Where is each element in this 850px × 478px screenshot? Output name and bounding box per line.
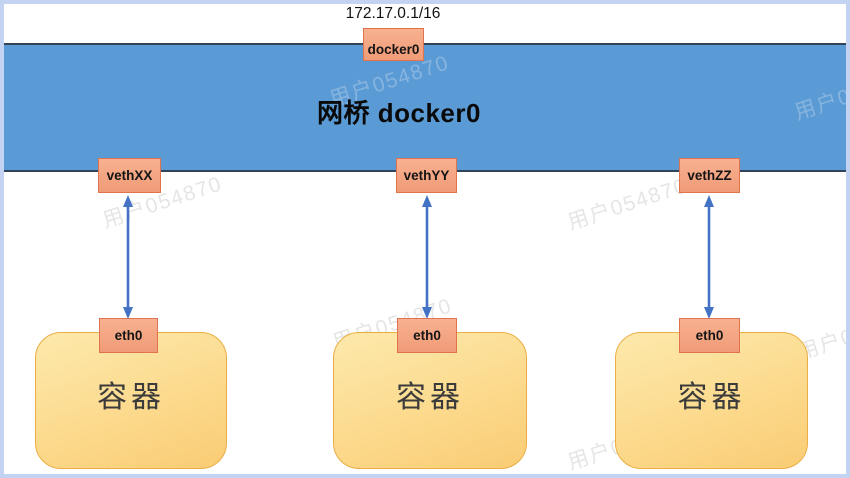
container-label: 容器 [396,380,464,414]
container-box-3: 容器 [615,332,808,469]
veth-port-box-zz: vethZZ [679,158,740,193]
veth-eth0-arrow-1 [123,195,133,319]
bridge-label: 网桥 docker0 [317,98,481,128]
veth-port-box-xx: vethXX [98,158,161,193]
container-label: 容器 [97,380,165,414]
eth0-port-box-3: eth0 [679,318,740,353]
veth-port-box-yy: vethYY [396,158,457,193]
bridge-band [0,43,850,172]
veth-eth0-arrow-3 [704,195,714,319]
container-box-2: 容器 [333,332,527,469]
watermark: 用户054870 [564,174,691,235]
container-box-1: 容器 [35,332,227,469]
docker0-port-box: docker0 [363,28,424,61]
eth0-port-box-2: eth0 [397,318,457,353]
container-label: 容器 [677,380,746,414]
eth0-port-box-1: eth0 [99,318,158,353]
bridge-ip-label: 172.17.0.1/16 [345,5,441,22]
veth-eth0-arrow-2 [422,195,432,319]
